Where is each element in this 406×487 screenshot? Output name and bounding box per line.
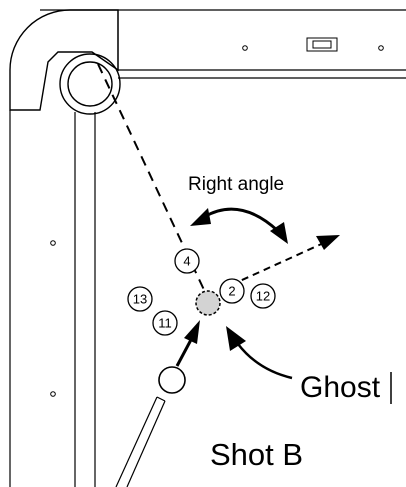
shot-label: Shot B	[210, 437, 303, 472]
ghost-label: Ghost	[300, 371, 381, 404]
ball-number: 2	[228, 284, 235, 299]
ball-number: 12	[256, 289, 270, 304]
ghost-pointer-arrow	[226, 326, 293, 380]
right-angle-label: Right angle	[188, 174, 284, 195]
table-rails	[9, 9, 406, 487]
diamond-marker	[378, 45, 384, 51]
ball-number: 11	[158, 316, 172, 331]
ghost-ball	[195, 290, 221, 316]
cue-ball	[158, 366, 186, 394]
ball-number: 4	[183, 254, 190, 269]
corner-pocket	[9, 9, 121, 115]
ball-2: 2	[219, 278, 245, 304]
diamond-marker	[50, 391, 56, 397]
cue-stick	[115, 396, 166, 487]
ball-12: 12	[250, 283, 276, 309]
diamond-marker	[242, 45, 248, 51]
rail-diamonds	[50, 45, 384, 397]
ball-number: 13	[133, 292, 147, 307]
ball-4: 4	[174, 248, 200, 274]
cue-ball-deflection-path	[219, 235, 340, 291]
rail-plate	[306, 37, 338, 52]
right-angle-arrow	[190, 207, 288, 244]
ball-11: 11	[152, 310, 178, 336]
cue-ball-aim-arrow	[175, 320, 200, 367]
diamond-marker	[50, 240, 56, 246]
ball-13: 13	[127, 286, 153, 312]
